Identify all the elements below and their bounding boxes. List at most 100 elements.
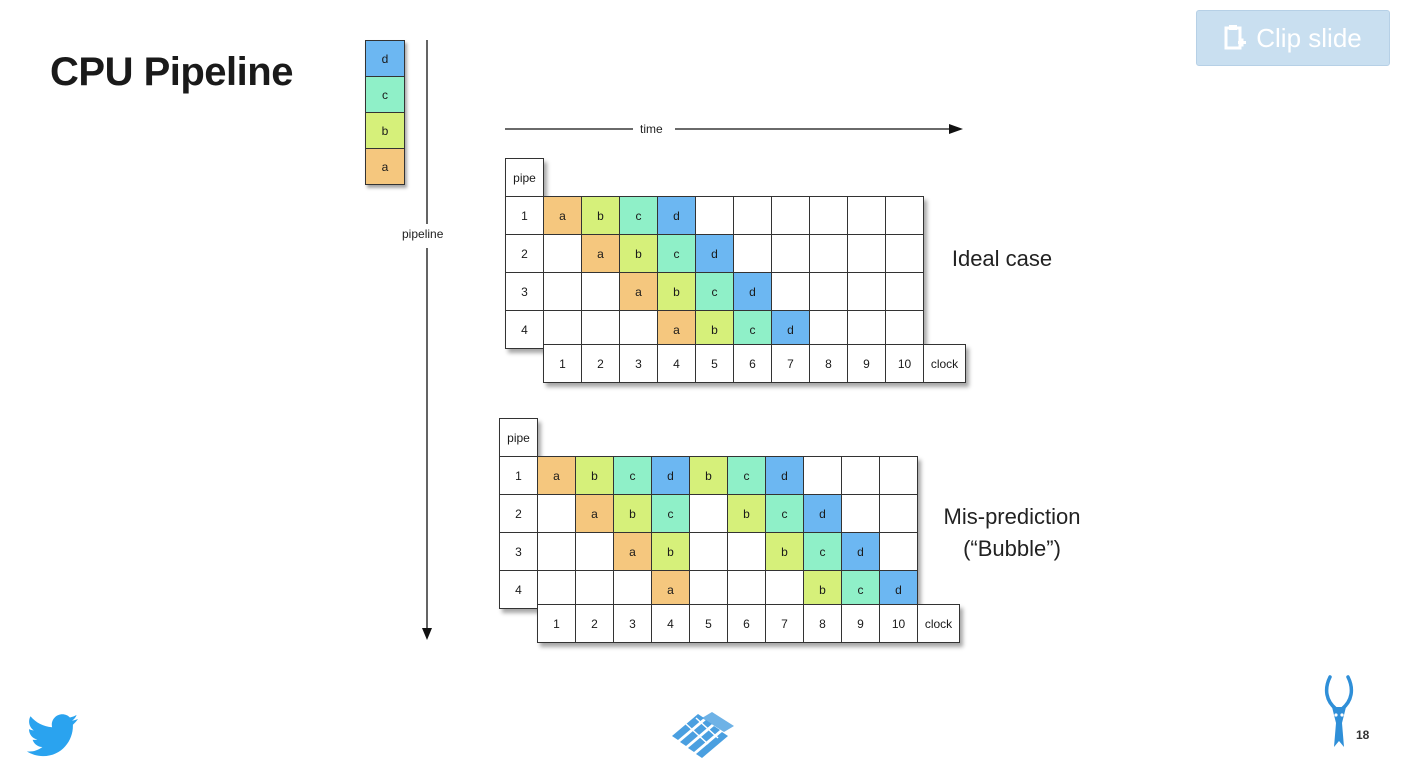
pipeline-cell [879,456,918,495]
pipeline-cell [847,310,886,349]
pipeline-cell [885,196,924,235]
pipe-number: 1 [505,196,544,235]
pipeline-cell: d [771,310,810,349]
pipeline-cell: b [651,532,690,571]
pipeline-cell: c [657,234,696,273]
clock-tick: 8 [809,344,848,383]
pipeline-cell: a [537,456,576,495]
time-arrow [505,124,963,134]
misprediction-label-line2: (“Bubble”) [963,536,1061,561]
pipe-number: 3 [499,532,538,571]
pipeline-cell [847,196,886,235]
clock-tick: 8 [803,604,842,643]
clock-tick: 3 [619,344,658,383]
pipeline-cell [543,272,582,311]
pipeline-cell: c [619,196,658,235]
pipeline-cell [809,196,848,235]
pipeline-cell [613,570,652,609]
pipeline-cell [575,532,614,571]
clock-tick: 3 [613,604,652,643]
clock-tick: 1 [543,344,582,383]
twitter-bird-icon [26,714,78,757]
stack-item: d [365,40,405,77]
pipeline-cell [803,456,842,495]
pipeline-cell: b [727,494,766,533]
clipboard-plus-icon [1224,25,1247,50]
pipeline-cell: c [765,494,804,533]
pipeline-cell [847,234,886,273]
pipeline-cell [727,570,766,609]
pipeline-cell: a [651,570,690,609]
pipeline-cell [537,494,576,533]
pipeline-cell: b [613,494,652,533]
clock-tick: 10 [879,604,918,643]
clock-tick: 5 [689,604,728,643]
pipeline-cell [841,456,880,495]
clock-tick: 5 [695,344,734,383]
instruction-stack: d c b a [365,40,405,185]
pipe-header-cell: pipe [505,158,544,197]
clock-tick: 7 [771,344,810,383]
clock-tick: 9 [847,344,886,383]
pipeline-cell: c [695,272,734,311]
misprediction-label-line1: Mis-prediction [943,504,1081,529]
pipeline-cell [841,494,880,533]
pipeline-cell: c [841,570,880,609]
pipeline-cell [885,234,924,273]
pipe-number: 4 [499,570,538,609]
page-title: CPU Pipeline [50,50,293,94]
pipeline-cell [543,310,582,349]
pipe-number: 3 [505,272,544,311]
pipeline-cell [689,532,728,571]
pipeline-cell: c [803,532,842,571]
clock-tick: 7 [765,604,804,643]
stack-item: a [365,149,405,185]
stack-item: c [365,77,405,113]
pipeline-cell: b [575,456,614,495]
pipeline-cell: a [543,196,582,235]
pipeline-cell [727,532,766,571]
clock-tick: 4 [651,604,690,643]
pipeline-cell: d [879,570,918,609]
pipeline-cell [581,272,620,311]
pipeline-cell [879,494,918,533]
pipeline-cell: a [619,272,658,311]
pipeline-cell: d [733,272,772,311]
clock-label: clock [923,344,966,383]
ideal-case-label: Ideal case [951,246,1053,271]
pipeline-cell [689,570,728,609]
pipeline-cell [771,272,810,311]
pipeline-cell: c [613,456,652,495]
pipeline-arrow [422,40,432,640]
pipeline-cell: b [657,272,696,311]
pipeline-cell: d [651,456,690,495]
pipeline-cell [847,272,886,311]
pipe-header: pipe [499,418,538,457]
pipeline-cell [809,310,848,349]
pipeline-cell: b [803,570,842,609]
pipeline-cell [809,272,848,311]
pipeline-cell: c [727,456,766,495]
pipeline-cell [879,532,918,571]
clock-tick: 2 [581,344,620,383]
pipeline-cell [885,310,924,349]
clip-slide-button[interactable]: Clip slide [1196,10,1390,66]
gazelle-logo-icon [1324,675,1354,747]
pipeline-cell [575,570,614,609]
stack-item: b [365,113,405,149]
pipeline-cell [733,196,772,235]
pipeline-cell: d [765,456,804,495]
misprediction-label: Mis-prediction (“Bubble”) [926,501,1098,565]
pipeline-cell: b [619,234,658,273]
pipeline-cell: c [651,494,690,533]
pipe-number: 2 [505,234,544,273]
pipe-number: 4 [505,310,544,349]
